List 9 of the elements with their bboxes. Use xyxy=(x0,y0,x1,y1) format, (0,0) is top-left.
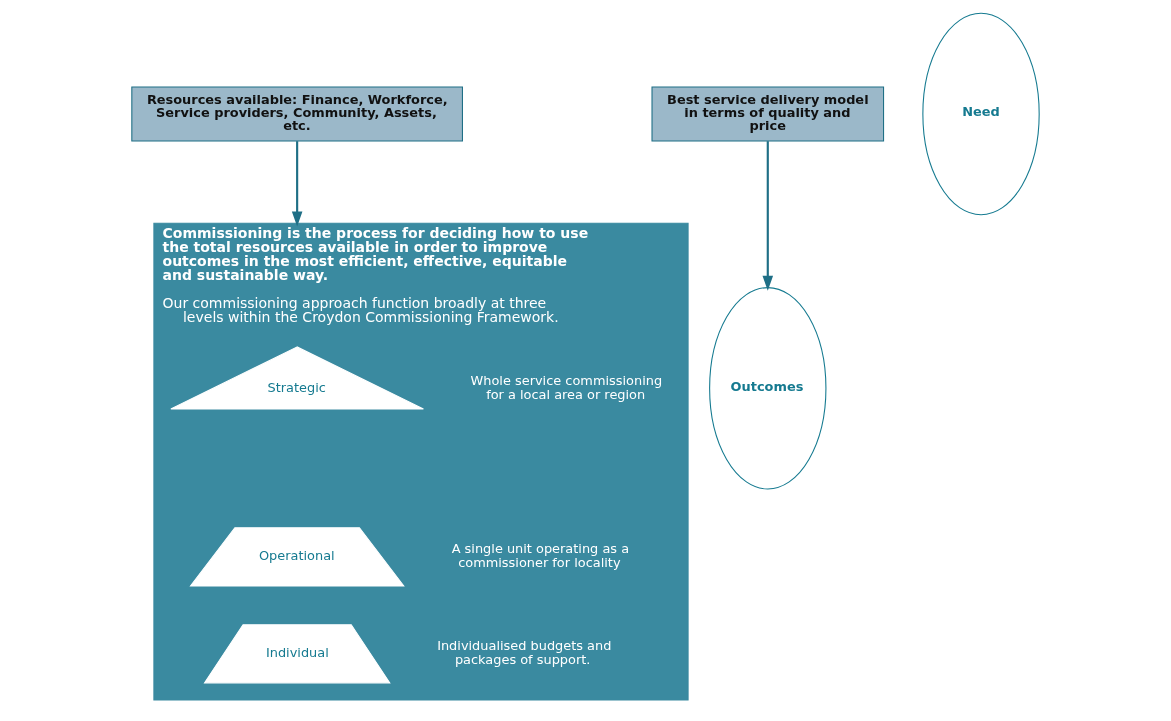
node-box: Resources available: Finance, Workforce, Service providers, Community, Assets, etc. xyxy=(131,86,463,141)
arrow xyxy=(762,140,774,291)
node-ellipse: Outcomes xyxy=(709,286,827,490)
node-label: A single unit operating as a commissioner for locality xyxy=(451,540,630,570)
node-label: Whole service commissioning for a local area or region xyxy=(470,372,663,402)
node-label: Individualised budgets and packages of support. xyxy=(437,637,612,667)
node-ellipse: Need xyxy=(922,12,1040,215)
node-box: Best service delivery model in terms of quality and price xyxy=(651,86,885,141)
arrow xyxy=(291,140,303,227)
